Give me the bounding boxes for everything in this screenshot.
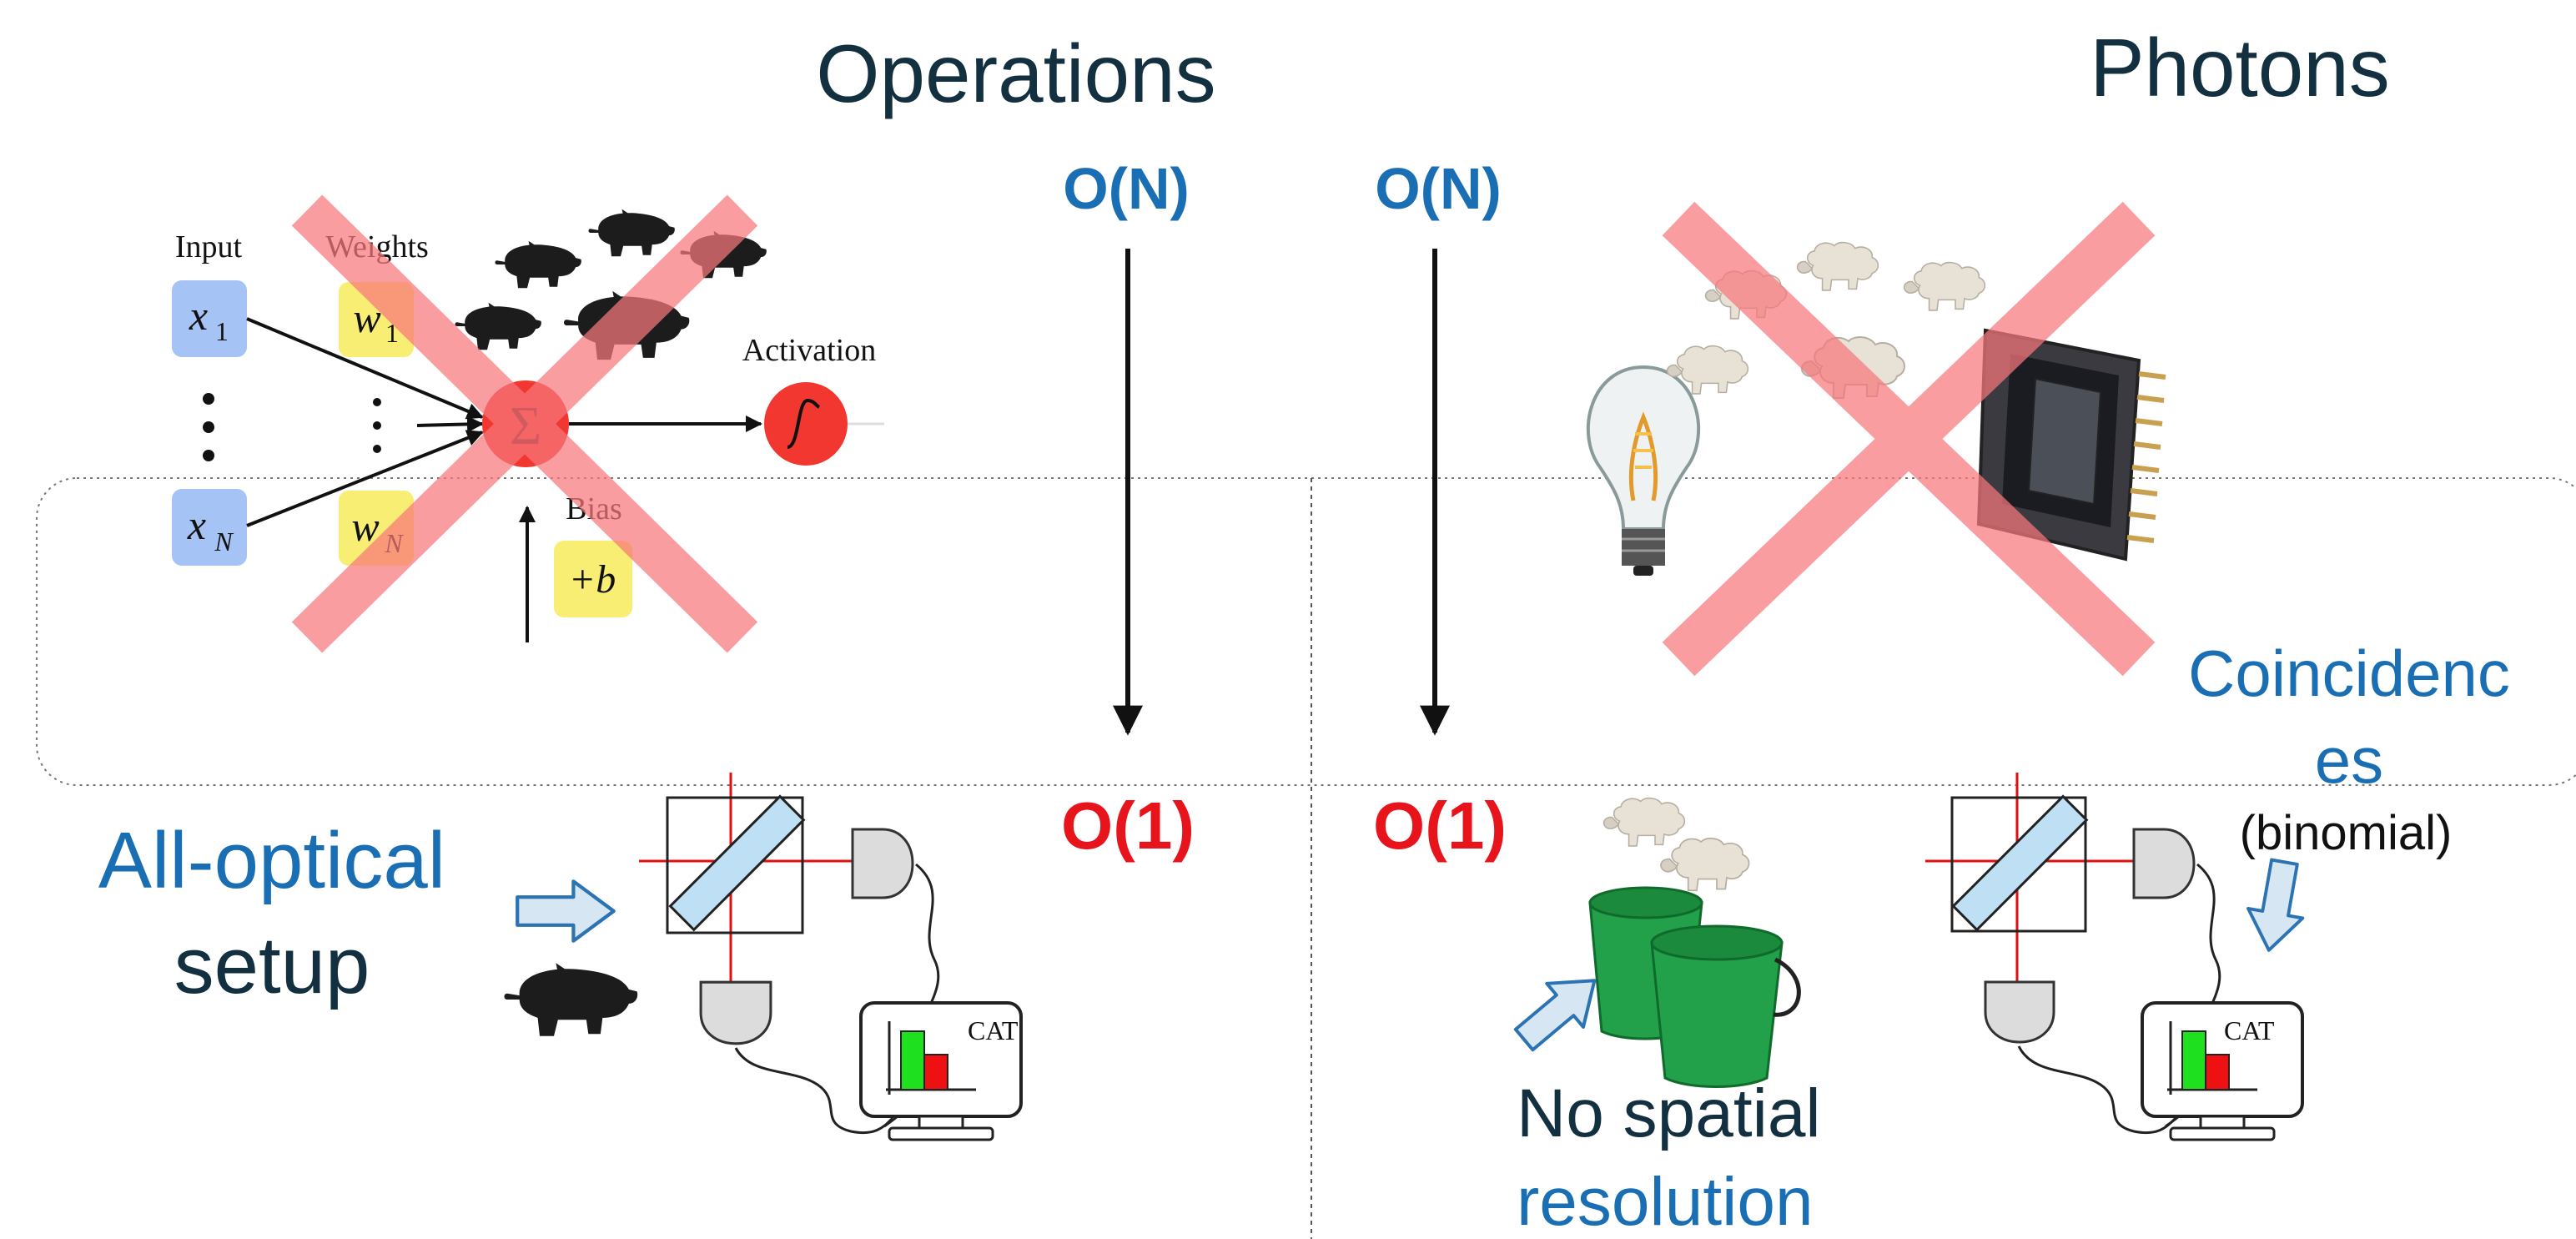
beam-splitter-icon <box>666 796 804 934</box>
detector-icon <box>851 828 914 899</box>
input-x1-connector <box>246 317 484 420</box>
caption-no-spatial: No spatial <box>1517 1075 1821 1151</box>
camera-sensor-icon <box>1976 328 2166 562</box>
caption-setup: setup <box>174 921 370 1010</box>
detector-icon <box>699 980 772 1045</box>
bucket-icon <box>1650 924 1801 1088</box>
middle-connector <box>416 416 484 433</box>
photons-before-label: O(N) <box>1375 156 1502 221</box>
activation-label: Activation <box>742 333 876 368</box>
optical-setup-right: CAT <box>1925 773 2304 1141</box>
heading-photons: Photons <box>2090 22 2390 113</box>
caption-resolution: resolution <box>1517 1164 1814 1239</box>
sheep-icon <box>1602 797 1686 847</box>
bias-value: +b <box>569 557 616 602</box>
weight-ellipsis <box>373 398 381 453</box>
dotted-region-box <box>36 477 2576 786</box>
binomial-label: (binomial) <box>2240 806 2453 860</box>
bias-box <box>554 541 632 617</box>
arrow-icon <box>2240 855 2314 957</box>
monitor-icon: CAT <box>859 1001 1023 1141</box>
arrow-icon <box>517 881 614 940</box>
input-x1-base: x <box>189 292 208 339</box>
cross-icon <box>291 194 758 653</box>
input-xN-sub: N <box>214 526 234 557</box>
ops-before-label: O(N) <box>1063 156 1190 221</box>
pig-icon <box>495 240 581 289</box>
monitor-label: CAT <box>2224 1015 2275 1045</box>
input-x1-box <box>172 280 247 357</box>
input-xN-box <box>172 489 247 566</box>
input-ellipsis <box>203 393 214 461</box>
activation-node <box>764 382 848 466</box>
input-xN-connector <box>246 430 484 527</box>
input-x1-sub: 1 <box>215 316 229 346</box>
beam-splitter-icon <box>1950 796 2087 933</box>
optical-setup-left: CAT <box>639 773 1023 1141</box>
pig-icon <box>504 963 638 1036</box>
cross-icon <box>1662 201 2156 677</box>
coincidences-line1: Coincidenc <box>2188 637 2510 710</box>
sigmoid-icon <box>787 399 821 449</box>
input-xN-base: x <box>187 501 206 548</box>
monitor-icon: CAT <box>2141 1001 2304 1141</box>
sheep-icon <box>1796 241 1879 291</box>
heading-operations: Operations <box>816 28 1215 119</box>
bulb-icon <box>1586 365 1701 576</box>
sheep-icon <box>1903 261 1986 311</box>
coincidences-line2: es <box>2315 723 2383 797</box>
caption-all-optical: All-optical <box>98 816 445 905</box>
input-label: Input <box>175 229 243 264</box>
sheep-icon <box>1660 837 1750 892</box>
pig-icon <box>588 209 675 257</box>
ops-after-label: O(1) <box>1061 788 1195 863</box>
detector-icon <box>1984 980 2055 1044</box>
photons-after-label: O(1) <box>1373 788 1507 863</box>
detector-icon <box>2132 828 2196 899</box>
monitor-label: CAT <box>968 1015 1019 1045</box>
